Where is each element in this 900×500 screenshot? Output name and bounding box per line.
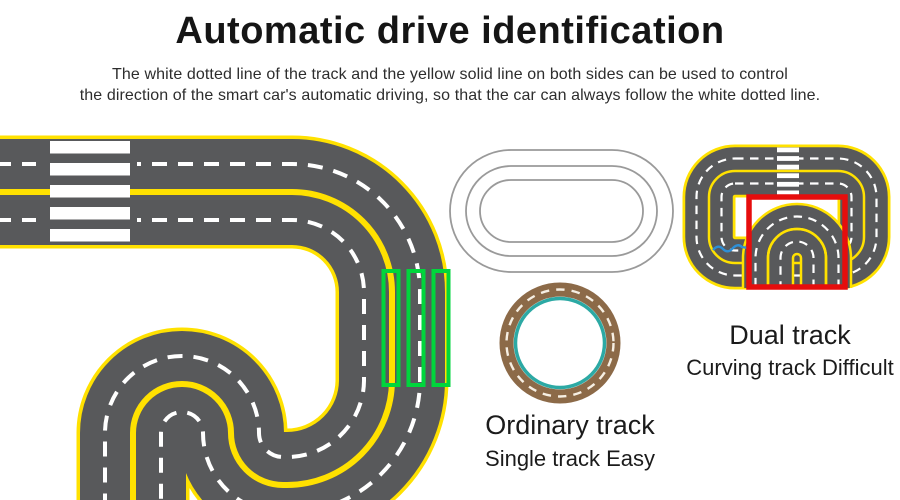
- page-title: Automatic drive identification: [175, 10, 725, 52]
- crosswalk-stripe: [50, 163, 130, 176]
- dual-track-graphic: [682, 144, 891, 290]
- crosswalk-stripe: [777, 164, 799, 170]
- crosswalk-stripe: [777, 173, 799, 179]
- oval-track-outline-graphic: [449, 149, 674, 273]
- ordinary-track-graphic: [499, 282, 621, 404]
- left-track-lane2-dashed-line: [0, 218, 366, 500]
- oval-outline-middle: [465, 165, 658, 257]
- crosswalk-stripe: [777, 190, 799, 196]
- start-marker: [381, 269, 401, 387]
- start-marker: [406, 269, 426, 387]
- ordinary-track-label-group: Ordinary track Single track Easy: [410, 410, 730, 472]
- crosswalk-stripe: [777, 181, 799, 187]
- dual-track-crosswalk: [777, 147, 799, 196]
- dual-track-label-group: Dual track Curving track Difficult: [630, 320, 900, 381]
- crosswalk-stripe: [777, 156, 799, 161]
- dual-track-curve-bump: [741, 202, 853, 288]
- dual-track-name: Dual track: [729, 320, 851, 350]
- left-track-lane1-dashed-line: [0, 162, 422, 500]
- subtitle-line-2: the direction of the smart car's automat…: [79, 87, 821, 104]
- crosswalk-stripe: [50, 185, 130, 198]
- oval-outline-inner: [479, 179, 644, 243]
- bump-outer-dashed-line: [754, 215, 840, 288]
- start-line-markers: [381, 269, 451, 387]
- subtitle-line-1: The white dotted line of the track and t…: [112, 66, 788, 83]
- bump-inner-dashed-line: [779, 240, 815, 288]
- curve-highlight-box: [746, 194, 848, 290]
- brand-watermark: [712, 244, 749, 253]
- circle-track-inner-edge: [513, 296, 607, 390]
- left-track-crosswalk: [50, 141, 130, 242]
- ordinary-track-name: Ordinary track: [485, 410, 655, 440]
- dual-track-difficulty: Curving track Difficult: [686, 355, 894, 380]
- crosswalk-stripe: [50, 229, 130, 242]
- large-dual-track-graphic: [0, 135, 451, 500]
- crosswalk-stripe: [50, 207, 130, 220]
- ordinary-track-difficulty: Single track Easy: [485, 446, 655, 471]
- oval-outline-outer: [449, 149, 674, 273]
- circle-track-dashed-line: [505, 288, 615, 398]
- crosswalk-stripe: [50, 141, 130, 154]
- crosswalk-stripe: [777, 147, 799, 153]
- bump-divider: [766, 227, 828, 288]
- start-marker: [431, 269, 451, 387]
